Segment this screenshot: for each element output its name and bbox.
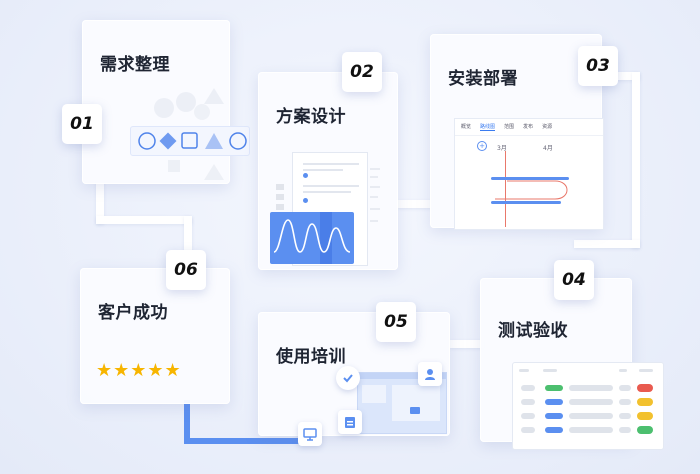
user-icon xyxy=(418,362,442,386)
step-card-customer-success xyxy=(80,268,230,404)
gantt-month-label: 3月 xyxy=(497,145,507,152)
gantt-tab: 范围 xyxy=(504,124,515,130)
folder-icon xyxy=(410,407,420,414)
step-title: 安装部署 xyxy=(448,69,518,89)
table-row xyxy=(513,397,663,407)
step-title: 需求整理 xyxy=(100,55,170,75)
connector-pipe-5-6 xyxy=(184,400,190,444)
table-row xyxy=(513,425,663,435)
step-number-badge: 04 xyxy=(554,260,594,300)
connector-pipe-3-4 xyxy=(574,240,640,248)
connector-pipe-2-3 xyxy=(398,200,434,208)
step-title: 方案设计 xyxy=(276,107,346,127)
gantt-month-label: 4月 xyxy=(543,145,553,152)
table-row xyxy=(513,411,663,421)
connector-pipe-5-6 xyxy=(184,438,304,444)
training-screen-preview xyxy=(357,372,447,434)
step-title: 客户成功 xyxy=(98,303,168,323)
connector-pipe-3-4 xyxy=(632,72,640,248)
gantt-bar xyxy=(491,177,569,180)
step-number-badge: 03 xyxy=(578,46,618,86)
step-title: 使用培训 xyxy=(276,347,346,367)
side-lines-decoration xyxy=(370,168,382,242)
gantt-chart-preview: 概览 路线图 范围 发布 资源 + 3月 4月 xyxy=(454,118,604,230)
today-line xyxy=(505,151,506,227)
gantt-tab-active: 路线图 xyxy=(480,124,496,131)
check-icon xyxy=(336,366,360,390)
gantt-tab: 资源 xyxy=(542,124,553,130)
test-results-table xyxy=(512,362,664,450)
connector-pipe-1-6 xyxy=(96,216,192,224)
connector-pipe-1-6 xyxy=(184,216,192,256)
clipboard-icon xyxy=(338,410,362,434)
waveform-chart-icon xyxy=(270,212,354,264)
step-number-badge: 06 xyxy=(166,250,206,290)
step-title: 测试验收 xyxy=(498,321,568,341)
shape-library-row xyxy=(130,126,250,156)
table-row xyxy=(513,383,663,393)
grid-decoration xyxy=(276,184,286,216)
connector-pipe-3-4 xyxy=(612,72,640,80)
gantt-dependency-line xyxy=(495,180,568,200)
add-icon: + xyxy=(477,141,487,151)
step-number-badge: 05 xyxy=(376,302,416,342)
gantt-bar xyxy=(491,201,561,204)
presentation-icon xyxy=(298,422,322,446)
gantt-tab: 发布 xyxy=(523,124,534,130)
rating-stars-icon: ★★★★★ xyxy=(96,360,182,381)
connector-pipe-4-5 xyxy=(450,340,484,348)
shapes-decoration-icon xyxy=(148,82,234,186)
connector-pipe-1-6 xyxy=(96,180,104,224)
step-number-badge: 02 xyxy=(342,52,382,92)
gantt-tabs: 概览 路线图 范围 发布 资源 xyxy=(455,119,603,136)
gantt-tab: 概览 xyxy=(461,124,472,130)
step-number-badge: 01 xyxy=(62,104,102,144)
